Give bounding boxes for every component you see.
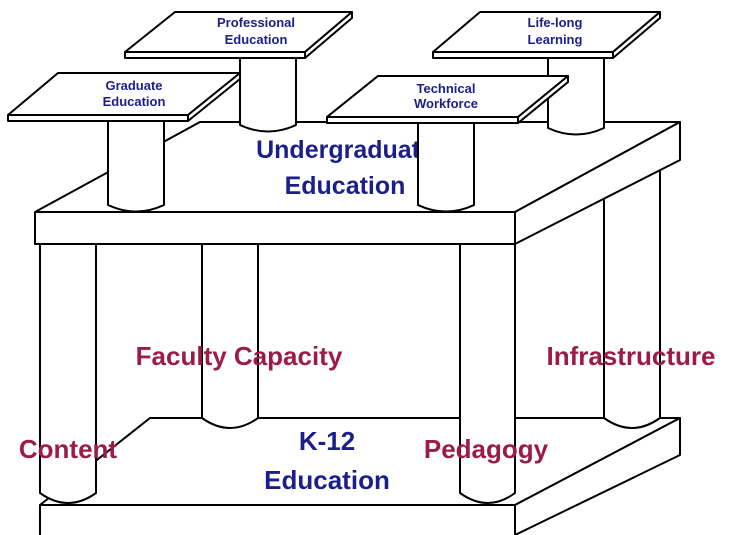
- front-pillar-right: [459, 239, 516, 504]
- table-professional: [124, 11, 353, 59]
- table-lifelong: [432, 11, 661, 59]
- middle-platform: [34, 121, 681, 245]
- front-pillar-left: [39, 239, 97, 504]
- content-label: Content: [19, 434, 118, 464]
- technical-overlay: [326, 75, 569, 213]
- infrastructure-label: Infrastructure: [546, 341, 715, 371]
- k12-label-line2: Education: [264, 465, 390, 495]
- upper-pillar-lifelong: [547, 54, 605, 136]
- upper-pillar-professional: [239, 54, 297, 133]
- faculty-capacity-label: Faculty Capacity: [136, 341, 343, 371]
- table-graduate: [7, 72, 241, 122]
- lifelong-label-line2: Learning: [528, 32, 583, 47]
- professional-label-line1: Professional: [217, 15, 295, 30]
- technical-label-line2-top: Workforce: [414, 96, 478, 111]
- back-pillar-left: [201, 211, 259, 429]
- undergraduate-label-line1: Undergraduate: [256, 136, 434, 164]
- k12-label-line1: K-12: [299, 426, 355, 456]
- back-pillar-right: [603, 139, 661, 429]
- undergraduate-label-line2: Education: [285, 172, 406, 200]
- upper-pillar-graduate: [107, 117, 165, 213]
- graduate-label-line2: Education: [103, 94, 166, 109]
- pedagogy-label: Pedagogy: [424, 434, 549, 464]
- professional-label-line2: Education: [225, 32, 288, 47]
- graduate-label-line1: Graduate: [105, 78, 162, 93]
- middle-level-label: Undergraduate Education: [256, 136, 434, 200]
- base-platform: [39, 417, 681, 535]
- lifelong-label-line1: Life-long: [528, 15, 583, 30]
- technical-label-line1-top: Technical: [416, 81, 475, 96]
